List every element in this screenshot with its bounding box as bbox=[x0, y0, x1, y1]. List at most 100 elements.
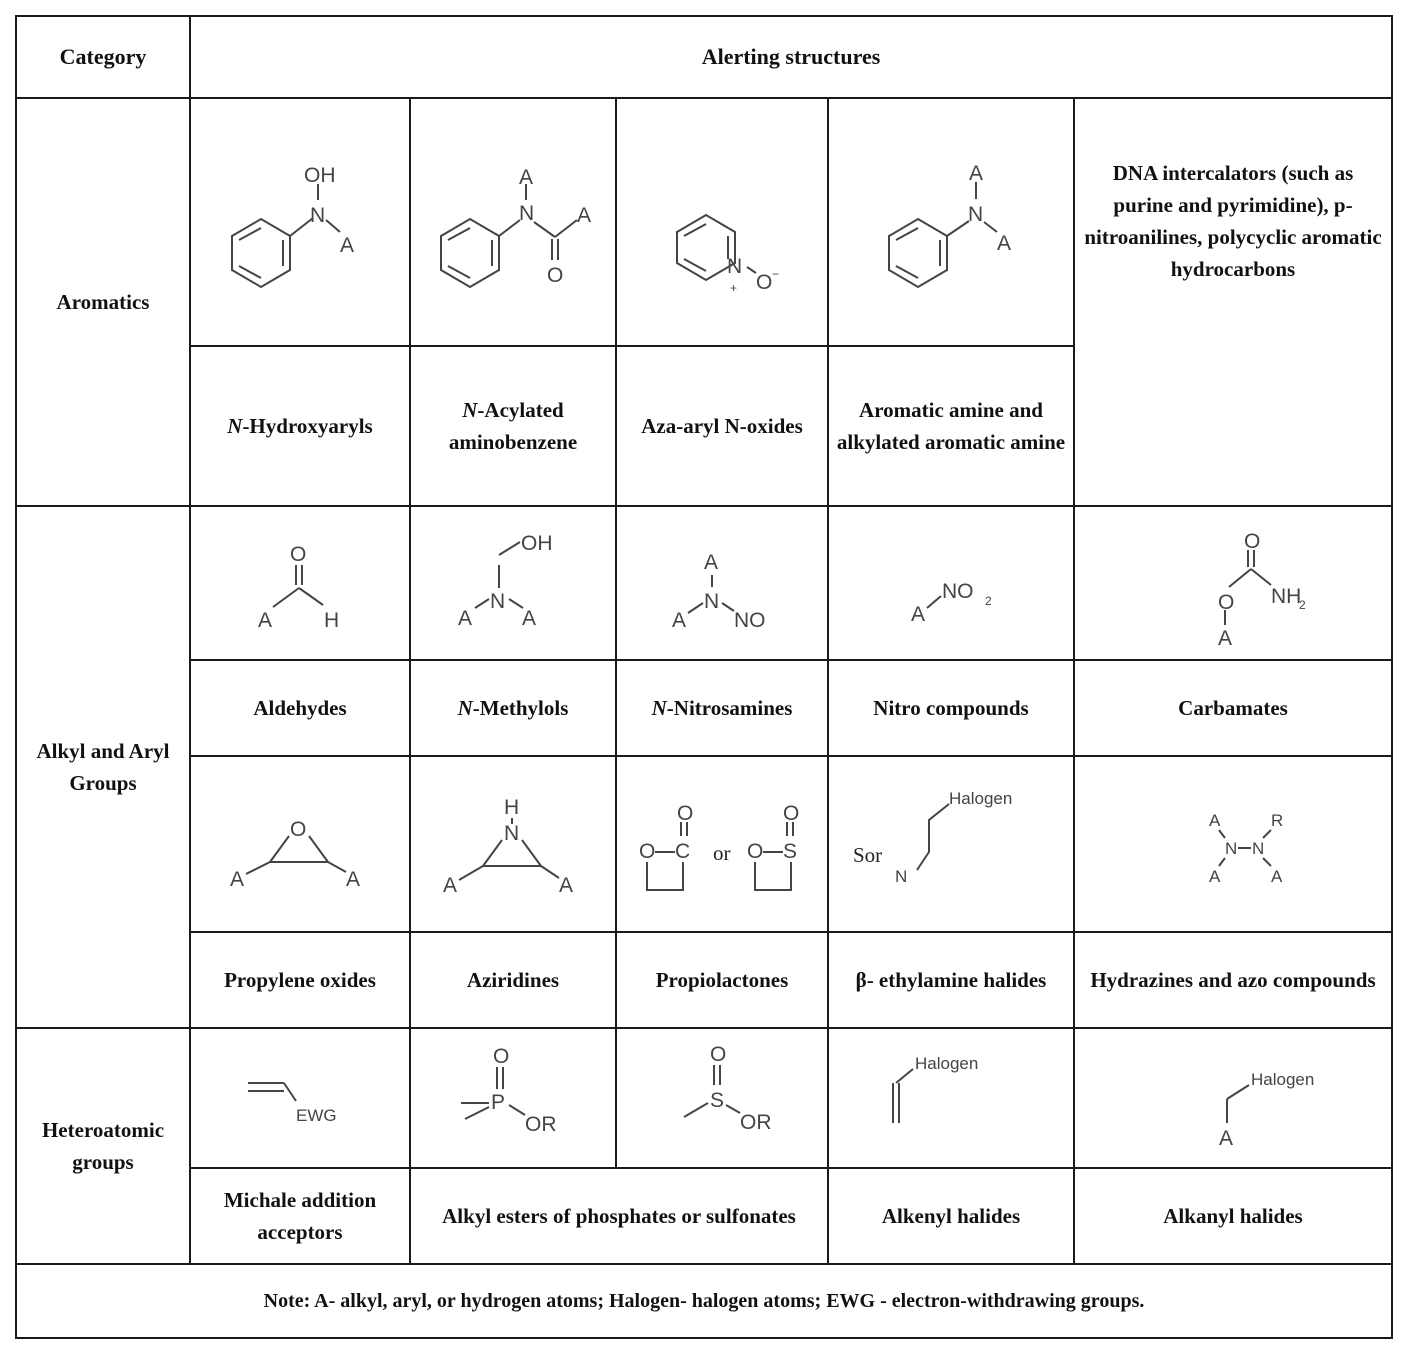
category-aromatics: Aromatics bbox=[15, 97, 191, 507]
svg-text:Sor: Sor bbox=[853, 843, 882, 867]
svg-text:A: A bbox=[911, 603, 925, 626]
label-hydrazines-azo: Hydrazines and azo compounds bbox=[1073, 931, 1393, 1029]
svg-text:2: 2 bbox=[985, 594, 992, 608]
svg-text:A: A bbox=[1209, 811, 1221, 830]
svg-text:O: O bbox=[639, 840, 655, 863]
label-beta-ethylamine-halides: β- ethylamine halides bbox=[827, 931, 1075, 1029]
svg-text:NO: NO bbox=[734, 609, 766, 632]
svg-text:O: O bbox=[756, 271, 772, 294]
svg-text:A: A bbox=[230, 868, 244, 891]
svg-text:N: N bbox=[504, 822, 519, 845]
svg-text:N: N bbox=[1225, 839, 1237, 858]
svg-text:NH: NH bbox=[1271, 585, 1301, 608]
svg-text:O: O bbox=[547, 264, 563, 287]
label-carbamates: Carbamates bbox=[1073, 659, 1393, 757]
alerting-structures-table: Category Alerting structures Aromatics O… bbox=[15, 15, 1393, 1339]
svg-text:N: N bbox=[519, 202, 534, 225]
label-aldehydes: Aldehydes bbox=[189, 659, 411, 757]
svg-text:A: A bbox=[258, 609, 272, 632]
svg-text:O: O bbox=[677, 802, 693, 825]
svg-text:A: A bbox=[1271, 867, 1283, 886]
svg-text:H: H bbox=[324, 609, 339, 632]
label-n-nitrosamines: N-Nitrosamines bbox=[615, 659, 829, 757]
svg-text:Halogen: Halogen bbox=[949, 789, 1012, 808]
label-michael-addition-acceptors: Michale addition acceptors bbox=[189, 1167, 411, 1265]
svg-text:2: 2 bbox=[1299, 598, 1306, 612]
structure-propiolactone: O C O or O S O bbox=[615, 755, 829, 933]
svg-text:A: A bbox=[969, 162, 983, 185]
svg-text:A: A bbox=[1209, 867, 1221, 886]
svg-text:+: + bbox=[730, 281, 737, 295]
structure-alkyl-sulfonate: O S OR bbox=[615, 1027, 829, 1169]
label-nitro-compounds: Nitro compounds bbox=[827, 659, 1075, 757]
svg-text:A: A bbox=[443, 874, 457, 897]
svg-text:C: C bbox=[675, 840, 690, 863]
svg-text:O: O bbox=[1244, 530, 1260, 553]
svg-text:A: A bbox=[577, 204, 591, 227]
svg-text:P: P bbox=[491, 1091, 505, 1114]
structure-n-methylol: OH N A A bbox=[409, 505, 617, 661]
label-aromatic-amine: Aromatic amine and alkylated aromatic am… bbox=[827, 345, 1075, 507]
svg-text:A: A bbox=[997, 232, 1011, 255]
structure-alkenyl-halide: Halogen bbox=[827, 1027, 1075, 1169]
svg-text:OH: OH bbox=[521, 532, 553, 555]
label-n-hydroxyaryls: N-Hydroxyaryls bbox=[189, 345, 411, 507]
structure-alkanyl-halide: Halogen A bbox=[1073, 1027, 1393, 1169]
svg-text:A: A bbox=[1218, 627, 1232, 650]
structure-aldehyde: O A H bbox=[189, 505, 411, 661]
label-aziridines: Aziridines bbox=[409, 931, 617, 1029]
svg-text:N: N bbox=[310, 204, 325, 227]
svg-text:S: S bbox=[783, 840, 797, 863]
label-propiolactones: Propiolactones bbox=[615, 931, 829, 1029]
structure-n-hydroxyaryl: OH N A bbox=[189, 97, 411, 347]
svg-text:O: O bbox=[290, 818, 306, 841]
svg-text:OR: OR bbox=[740, 1111, 772, 1134]
header-category: Category bbox=[15, 15, 191, 99]
structure-aziridine: H N A A bbox=[409, 755, 617, 933]
svg-text:EWG: EWG bbox=[296, 1106, 337, 1125]
structure-michael-acceptor: EWG bbox=[189, 1027, 411, 1169]
svg-text:O: O bbox=[290, 543, 306, 566]
header-alerting-structures: Alerting structures bbox=[189, 15, 1393, 99]
label-alkyl-esters: Alkyl esters of phosphates or sulfonates bbox=[409, 1167, 829, 1265]
structure-n-acylated-aminobenzene: A N A O bbox=[409, 97, 617, 347]
svg-text:A: A bbox=[672, 609, 686, 632]
label-n-methylols: N-Methylols bbox=[409, 659, 617, 757]
dna-intercalators-text: DNA intercalators (such as purine and py… bbox=[1073, 97, 1393, 507]
label-aza-aryl-n-oxides: Aza-aryl N-oxides bbox=[615, 345, 829, 507]
svg-text:N: N bbox=[895, 867, 907, 886]
svg-text:N: N bbox=[968, 203, 983, 226]
structure-n-nitrosamine: A N A NO bbox=[615, 505, 829, 661]
svg-text:N: N bbox=[1252, 839, 1264, 858]
structure-nitro-compound: A NO 2 bbox=[827, 505, 1075, 661]
svg-text:A: A bbox=[519, 166, 533, 189]
label-alkanyl-halides: Alkanyl halides bbox=[1073, 1167, 1393, 1265]
label-alkenyl-halides: Alkenyl halides bbox=[827, 1167, 1075, 1265]
structure-alkyl-phosphate: O P OR bbox=[409, 1027, 617, 1169]
svg-text:NO: NO bbox=[942, 580, 974, 603]
svg-text:O: O bbox=[493, 1045, 509, 1068]
svg-text:O: O bbox=[1218, 591, 1234, 614]
svg-text:N: N bbox=[727, 255, 742, 278]
svg-text:OR: OR bbox=[525, 1113, 557, 1136]
svg-text:A: A bbox=[458, 607, 472, 630]
svg-text:A: A bbox=[346, 868, 360, 891]
structure-propylene-oxide: O A A bbox=[189, 755, 411, 933]
label-propylene-oxides: Propylene oxides bbox=[189, 931, 411, 1029]
svg-text:A: A bbox=[704, 551, 718, 574]
svg-text:R: R bbox=[1271, 811, 1283, 830]
structure-carbamate: O O A NH 2 bbox=[1073, 505, 1393, 661]
structure-aza-aryl-n-oxide: N O + − bbox=[615, 97, 829, 347]
svg-text:Halogen: Halogen bbox=[1251, 1070, 1314, 1089]
category-heteroatomic-groups: Heteroatomic groups bbox=[15, 1027, 191, 1265]
svg-text:−: − bbox=[772, 267, 779, 281]
svg-text:Halogen: Halogen bbox=[915, 1054, 978, 1073]
structure-beta-ethylamine-halide: Halogen Sor N bbox=[827, 755, 1075, 933]
table-note: Note: A- alkyl, aryl, or hydrogen atoms;… bbox=[15, 1263, 1393, 1339]
svg-text:H: H bbox=[504, 796, 519, 819]
svg-text:O: O bbox=[710, 1043, 726, 1066]
svg-text:O: O bbox=[747, 840, 763, 863]
svg-text:A: A bbox=[522, 607, 536, 630]
category-alkyl-aryl-groups: Alkyl and Aryl Groups bbox=[15, 505, 191, 1029]
svg-text:N: N bbox=[704, 590, 719, 613]
